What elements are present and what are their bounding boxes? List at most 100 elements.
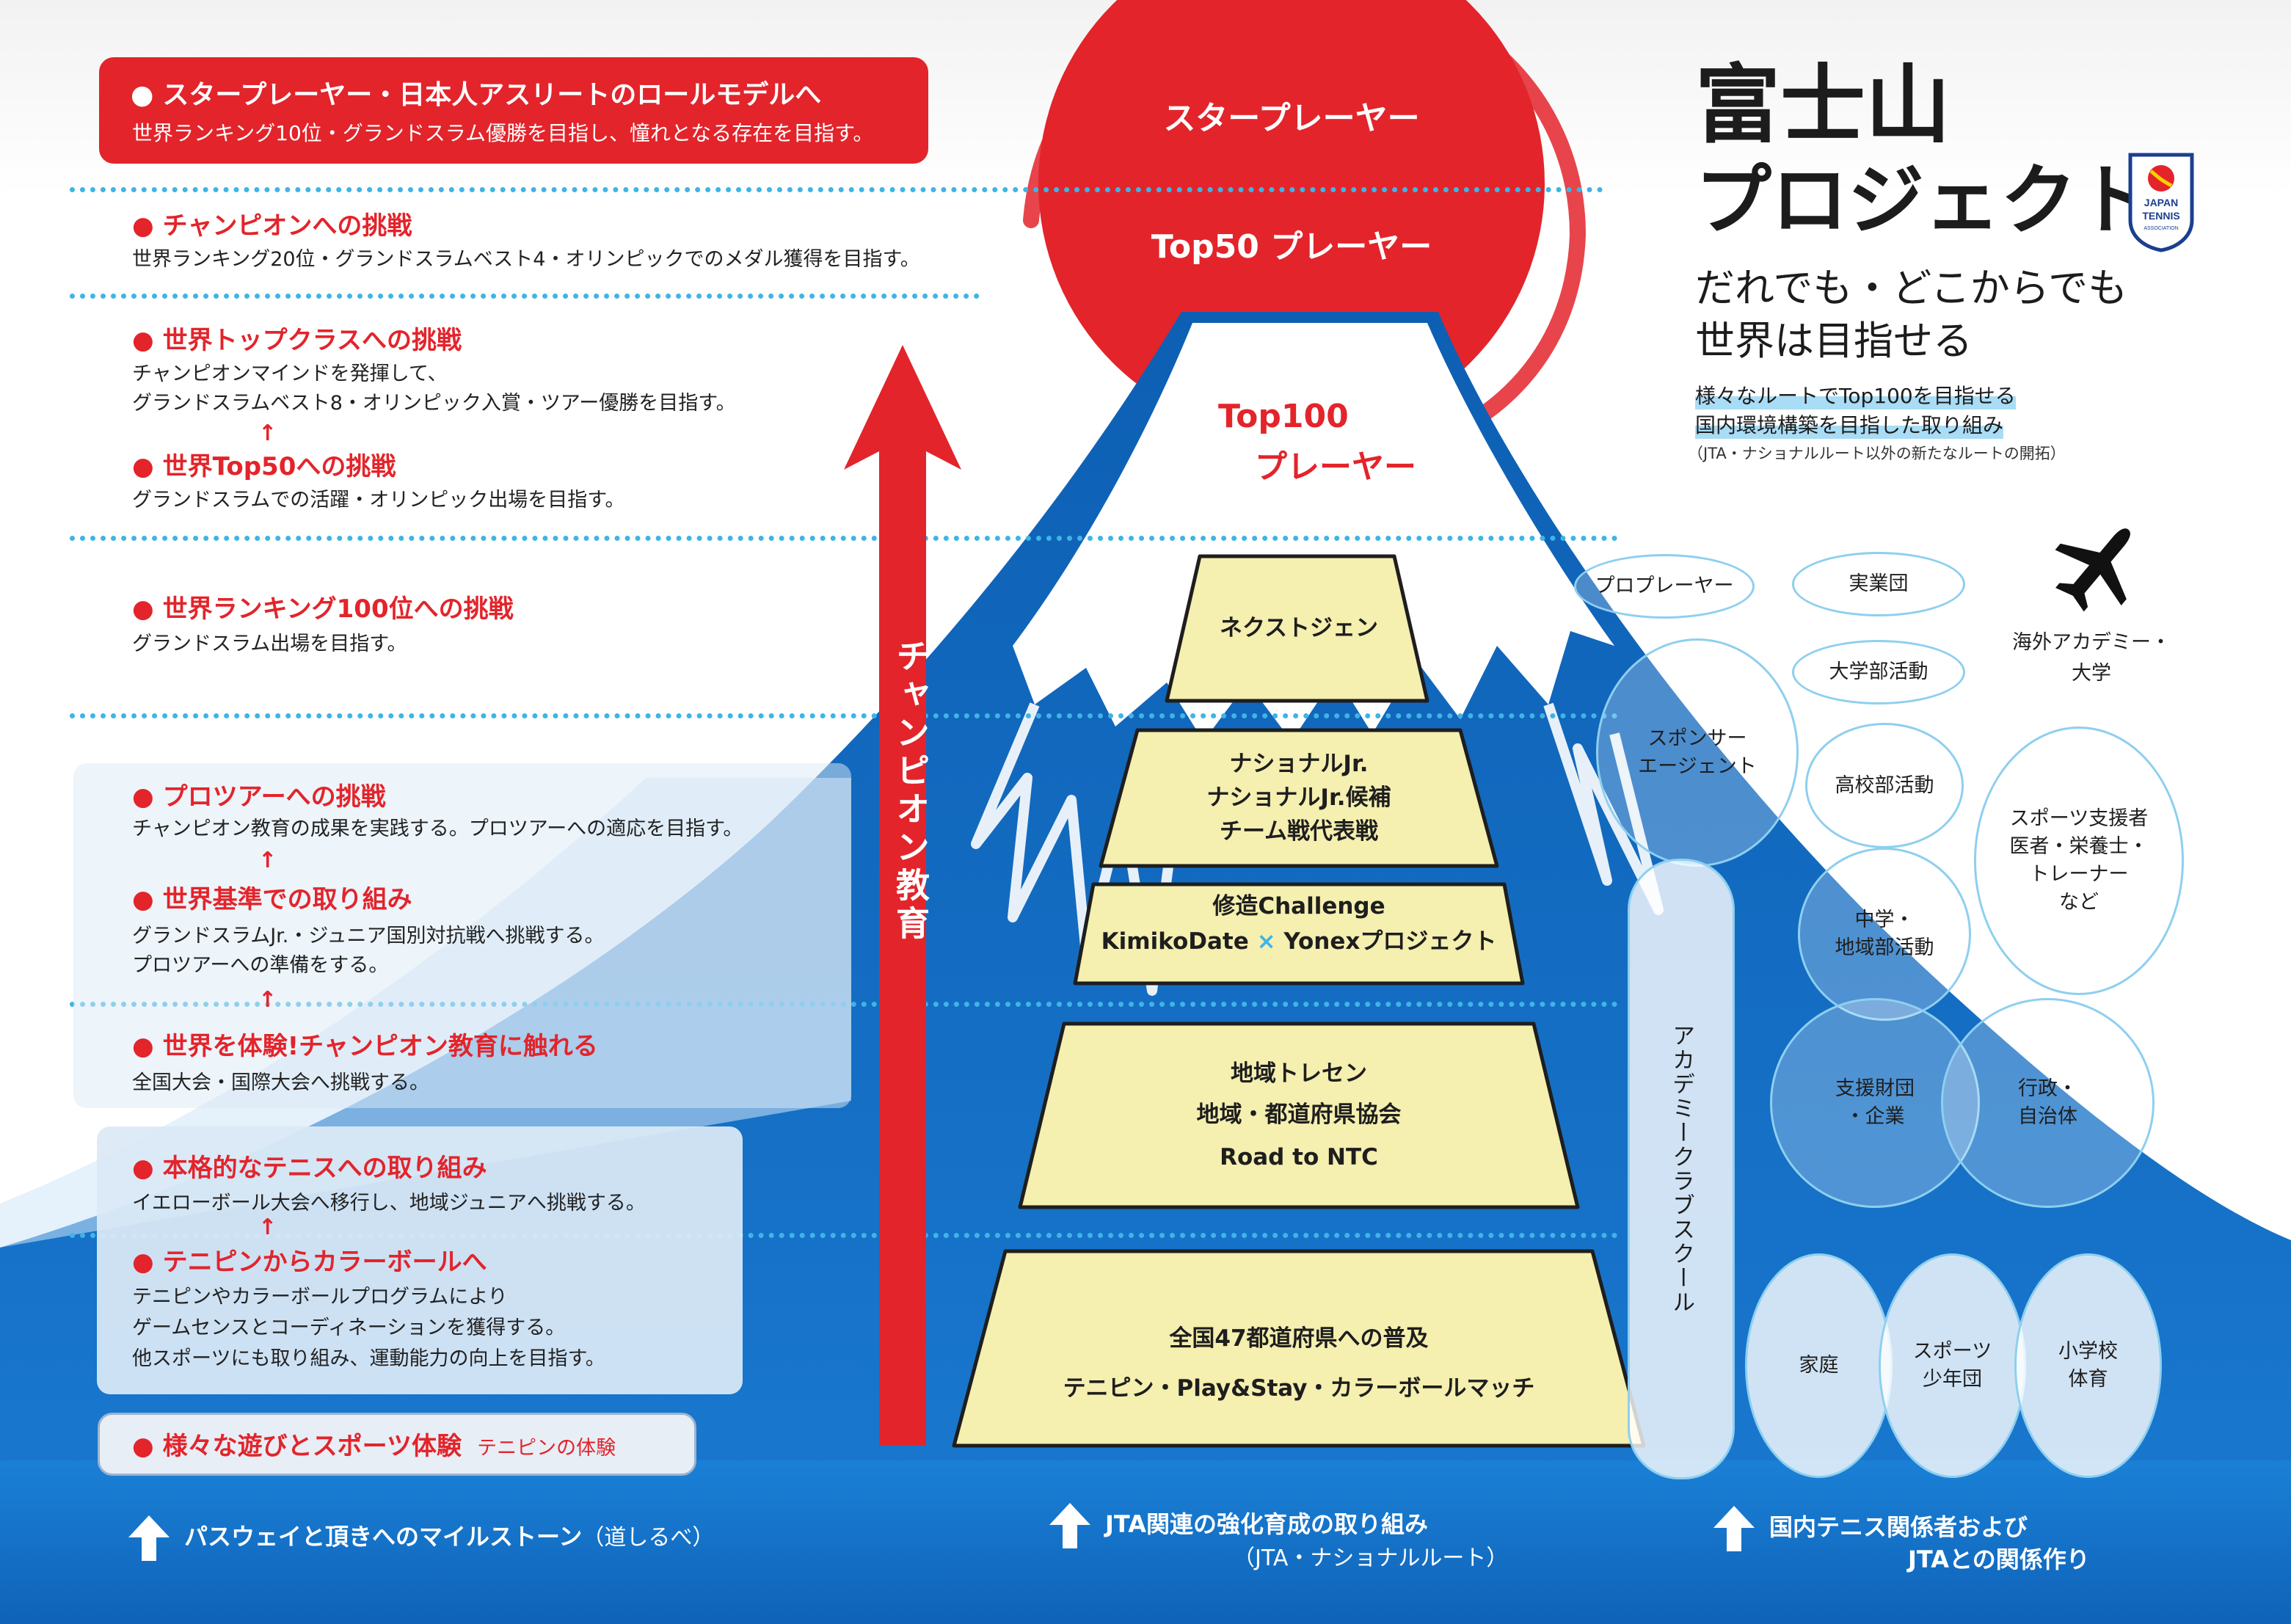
airplane-icon xyxy=(2055,528,2130,612)
snow-cap xyxy=(1013,323,1614,741)
sports-line-2: 少年団 xyxy=(1923,1368,1982,1391)
play-bullet: 様々な遊びとスポーツ体験 xyxy=(132,1432,462,1461)
star-player-bullet: ●スタープレーヤー・日本人アスリートのロールモデルへ xyxy=(131,80,822,110)
logo-text-2: TENNIS xyxy=(2142,210,2179,222)
tenipin-bullet: テニピンからカラーボールへ xyxy=(132,1242,487,1278)
middle-line-1: 中学・ xyxy=(1854,909,1915,931)
tier-2-shape xyxy=(1099,728,1499,868)
bubble-sponsor: スポンサーエージェント xyxy=(1596,638,1799,867)
divider-line-2 xyxy=(70,294,980,299)
logo-text-1: JAPAN xyxy=(2144,197,2178,208)
bubble-government: 行政・自治体 xyxy=(1941,998,2155,1208)
play-sub: テニピンの体験 xyxy=(477,1437,616,1460)
milestone-center-label: JTA関連の強化育成の取り組み xyxy=(1105,1510,1429,1538)
protour-bullet: プロツアーへの挑戦 xyxy=(132,776,386,812)
tier-3-shape xyxy=(1073,882,1525,986)
sun-brush-stroke xyxy=(1023,0,1587,463)
top100-label-1: Top100 xyxy=(1218,398,1349,435)
sun-label-1: スタープレーヤー xyxy=(1163,100,1420,137)
divider-line-3 xyxy=(70,536,1618,541)
tier-2-label-1: ナショナルJr. xyxy=(1229,751,1369,777)
up-arrow-1: ↑ xyxy=(258,420,277,446)
bubble-pro-player: プロプレーヤー xyxy=(1574,554,1755,619)
overseas-line-2: 大学 xyxy=(2072,662,2111,685)
experience-bullet: 世界を体験!チャンピオン教育に触れる xyxy=(132,1026,598,1062)
up-arrow-icon-right xyxy=(1713,1506,1755,1551)
tier-2-label-2: ナショナルJr.候補 xyxy=(1206,784,1391,811)
arrow-label: チャンピオン教育 xyxy=(891,638,930,944)
tier-5-label-2: テニピン・Play&Stay・カラーボールマッチ xyxy=(1063,1375,1535,1402)
top50-desc: グランドスラムでの活躍・オリンピック出場を目指す。 xyxy=(132,489,625,511)
supporters-line-4: など xyxy=(2059,891,2099,914)
divider-line-6 xyxy=(70,1233,1618,1238)
champion-education-arrow xyxy=(844,345,961,1446)
academy-label: アカデミークラブスクール xyxy=(1668,1024,1694,1314)
up-arrow-icon-center xyxy=(1049,1503,1090,1548)
bubble-supporters: スポーツ支援者 医者・栄養士・ トレーナー など xyxy=(1974,727,2184,995)
tier-2-label-3: チーム戦代表戦 xyxy=(1219,818,1379,845)
bubble-family: 家庭 xyxy=(1745,1253,1893,1478)
worldstd-bullet: 世界基準での取り組み xyxy=(132,879,412,915)
tier-4-label-2: 地域・都道府県協会 xyxy=(1196,1102,1402,1128)
tiers-svg xyxy=(952,554,1646,1448)
bubble-jitsugyo: 実業団 xyxy=(1792,552,1965,616)
divider-line-1 xyxy=(70,187,1603,192)
cross-mark: × xyxy=(1256,928,1276,955)
tier-1-label: ネクストジェン xyxy=(1219,615,1379,641)
middle-line-2: 地域部活動 xyxy=(1835,936,1934,959)
foundation-line-1: 支援財団 xyxy=(1835,1077,1915,1100)
topclass-bullet: 世界トップクラスへの挑戦 xyxy=(132,320,462,356)
milestone-left-paren: （道しるべ） xyxy=(582,1525,715,1551)
top50-bullet: 世界Top50への挑戦 xyxy=(132,446,396,482)
star-player-desc: 世界ランキング10位・グランドスラム優勝を目指し、憧れとなる存在を目指す。 xyxy=(132,121,874,145)
elementary-line-2: 体育 xyxy=(2068,1368,2108,1391)
tenipin-desc-3: 他スポーツにも取り組み、運動能力の向上を目指す。 xyxy=(132,1347,605,1370)
serious-bullet: 本格的なテニスへの取り組み xyxy=(132,1148,487,1184)
bubble-middle: 中学・地域部活動 xyxy=(1798,848,1971,1021)
tier-4-shape xyxy=(1018,1022,1580,1209)
top100-label-2: プレーヤー xyxy=(1255,448,1416,486)
tier-4-label-3: Road to NTC xyxy=(1220,1144,1378,1170)
rank100-desc: グランドスラム出場を目指す。 xyxy=(132,633,407,655)
title-fuji: 富士山 xyxy=(1695,55,1951,155)
up-arrow-icon-left xyxy=(128,1515,170,1561)
milestone-right-sub: JTAとの関係作り xyxy=(1908,1545,2090,1573)
tenipin-desc-1: テニピンやカラーボールプログラムにより xyxy=(132,1286,508,1308)
bubble-university: 大学部活動 xyxy=(1792,640,1965,704)
arrow-head xyxy=(844,345,961,1446)
serious-desc: イエローボール大会へ移行し、地域ジュニアへ挑戦する。 xyxy=(132,1192,646,1215)
up-arrow-2: ↑ xyxy=(258,848,277,873)
logo-text-3: ASSOCIATION xyxy=(2144,226,2178,231)
bubble-highschool: 高校部活動 xyxy=(1805,723,1964,848)
worldstd-desc-2: プロツアーへの準備をする。 xyxy=(132,954,389,977)
rank100-bullet: 世界ランキング100位への挑戦 xyxy=(132,589,514,625)
tagline-1: 様々なルートでTop100を目指せる xyxy=(1695,380,2016,409)
bubble-foundation: 支援財団・企業 xyxy=(1770,998,1980,1208)
overseas-line-1: 海外アカデミー・ xyxy=(2012,631,2171,654)
tagline-note: （JTA・ナショナルルート以外の新たなルートの開拓） xyxy=(1688,445,2066,462)
milestone-left: パスウェイと頂きへのマイルストーン（道しるべ） xyxy=(128,1515,714,1561)
bubble-academy: アカデミークラブスクール xyxy=(1628,859,1735,1479)
supporters-line-2: 医者・栄養士・ xyxy=(2009,835,2149,858)
worldstd-desc-1: グランドスラムJr.・ジュニア国別対抗戦へ挑戦する。 xyxy=(132,925,605,947)
supporters-line-1: スポーツ支援者 xyxy=(2009,807,2149,830)
play-row: 様々な遊びとスポーツ体験 テニピンの体験 xyxy=(132,1426,616,1462)
milestone-right-label: 国内テニス関係者および xyxy=(1769,1513,2028,1541)
champion-bullet: チャンピオンへの挑戦 xyxy=(132,205,412,241)
sponsor-line-1: スポンサー xyxy=(1647,727,1747,750)
tenipin-desc-2: ゲームセンスとコーディネーションを獲得する。 xyxy=(132,1317,566,1339)
protour-desc: チャンピオン教育の成果を実践する。プロツアーへの適応を目指す。 xyxy=(132,818,743,840)
milestone-center-sub: （JTA・ナショナルルート） xyxy=(1233,1545,1509,1571)
divider-line-4 xyxy=(70,713,1618,718)
supporters-line-3: トレーナー xyxy=(2029,863,2129,886)
champion-desc: 世界ランキング20位・グランドスラムベスト4・オリンピックでのメダル獲得を目指す… xyxy=(132,248,920,271)
milestone-right: 国内テニス関係者および xyxy=(1713,1506,2028,1551)
title-project: プロジェクト xyxy=(1695,155,2154,245)
elementary-line-1: 小学校 xyxy=(2058,1340,2118,1363)
subtitle-1: だれでも・どこからでも xyxy=(1695,265,2128,311)
sports-line-1: スポーツ xyxy=(1912,1340,1992,1363)
tier-5-label-1: 全国47都道府県への普及 xyxy=(1169,1325,1429,1352)
bubble-sports-club: スポーツ少年団 xyxy=(1879,1253,2026,1478)
play-box xyxy=(98,1413,696,1476)
topclass-desc-2: グランドスラムベスト8・オリンピック入賞・ツアー優勝を目指す。 xyxy=(132,392,736,415)
